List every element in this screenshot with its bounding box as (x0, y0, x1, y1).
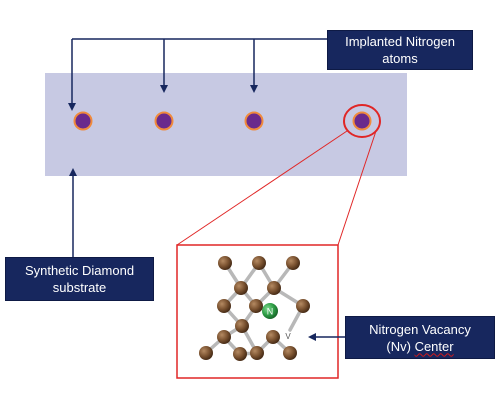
zoom-lines (176, 130, 377, 246)
carbon-atom (234, 281, 248, 295)
lattice-nitrogen-symbol: N (267, 307, 274, 317)
carbon-atom (283, 346, 297, 360)
diamond-substrate-label-line2: substrate (52, 280, 107, 295)
diamond-substrate-label: Synthetic Diamond substrate (5, 257, 154, 301)
carbon-atom (233, 347, 247, 361)
diamond-substrate (45, 73, 407, 176)
implanted-nitrogen-label: Implanted Nitrogen atoms (327, 30, 473, 70)
implanted-nitrogen-atom (244, 111, 264, 131)
carbon-atoms (199, 256, 310, 361)
implanted-nitrogen-atom (154, 111, 174, 131)
nv-center-label-abbrev: (Nv) (386, 338, 411, 354)
carbon-atom (218, 256, 232, 270)
carbon-atom (217, 299, 231, 313)
implanted-nitrogen-atoms (73, 111, 372, 131)
implanted-nitrogen-atom (73, 111, 93, 131)
nitrogen-label-arrows (68, 38, 327, 111)
carbon-atom (286, 256, 300, 270)
implanted-nitrogen-label-line1: Implanted Nitrogen (345, 34, 455, 49)
carbon-atom (266, 330, 280, 344)
diamond-substrate-label-line1: Synthetic Diamond (24, 263, 135, 278)
carbon-atom (235, 319, 249, 333)
carbon-atom (252, 256, 266, 270)
carbon-atom (249, 299, 263, 313)
lattice-nitrogen-atom (262, 303, 278, 319)
nv-center-label-line1: Nitrogen Vacancy (369, 321, 471, 337)
carbon-atom (199, 346, 213, 360)
carbon-atom (217, 330, 231, 344)
highlight-circle (343, 104, 381, 138)
nv-center-label: Nitrogen Vacancy (Nv) Center (345, 316, 495, 359)
nv-center-label-center: Center (414, 338, 454, 354)
carbon-atom (267, 281, 281, 295)
vacancy-symbol: V (285, 332, 291, 341)
nv-center-label-line2: (Nv) Center (386, 338, 453, 355)
implanted-nitrogen-label-line2: atoms (382, 51, 418, 66)
carbon-atom (296, 299, 310, 313)
carbon-atom (250, 346, 264, 360)
implanted-nitrogen-atom (352, 111, 372, 131)
